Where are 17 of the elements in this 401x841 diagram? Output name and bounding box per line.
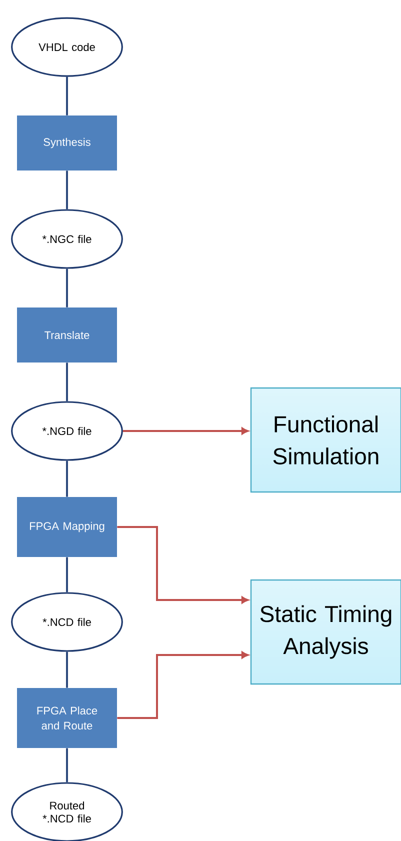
connector-line xyxy=(66,362,68,402)
result-box: Functional Simulation xyxy=(250,387,401,493)
connector-line xyxy=(66,748,68,782)
connector-line xyxy=(66,652,68,688)
connector-line xyxy=(66,76,68,116)
process-box: Translate xyxy=(17,308,117,362)
connector-line xyxy=(66,268,68,308)
connector-line xyxy=(66,557,68,592)
arrow xyxy=(117,651,248,719)
process-box: Synthesis xyxy=(17,116,117,170)
arrow xyxy=(122,427,248,435)
arrow xyxy=(117,526,248,604)
result-box: Static Timing Analysis xyxy=(250,579,401,685)
connector-line xyxy=(66,170,68,210)
process-box: FPGA Place and Route xyxy=(17,688,117,748)
connector-line xyxy=(66,460,68,497)
process-box: FPGA Mapping xyxy=(17,497,117,557)
